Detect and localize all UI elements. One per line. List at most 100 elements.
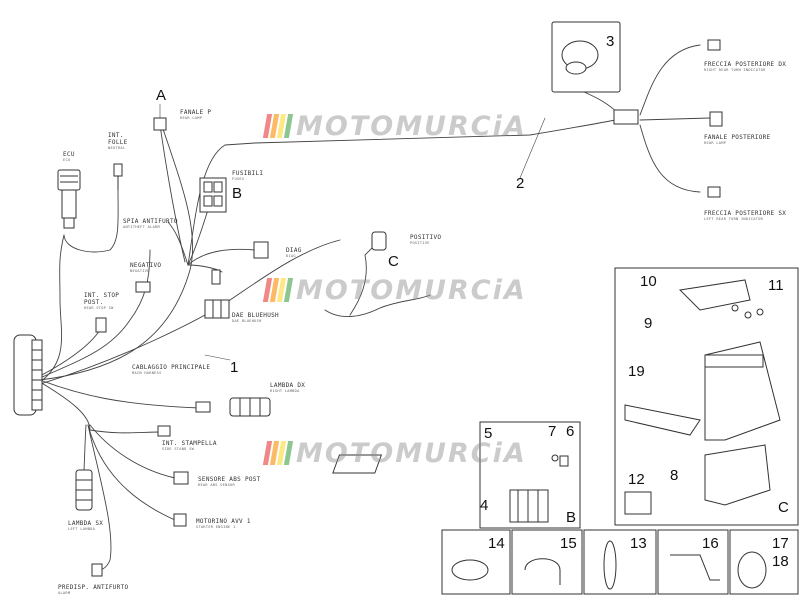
- label-int-stop-post-sub: REAR STOP SW: [84, 306, 114, 310]
- label-sensore-abs-sub: REAR ABS SENSOR: [198, 483, 235, 487]
- box-b: [332, 421, 581, 529]
- label-int-stampella-sub: SIDE STAND SW: [162, 447, 195, 451]
- neutral-switch-connector: [113, 163, 123, 190]
- label-int-folle-sub: NEUTRAL: [108, 146, 126, 150]
- label-ecu-text: ECU: [63, 151, 75, 158]
- label-int-folle-text: INT. FOLLE: [108, 132, 128, 146]
- label-int-stampella-text: INT. STAMPELLA: [162, 440, 217, 447]
- box-c: [614, 267, 799, 526]
- callout-5: 5: [484, 425, 493, 442]
- callout-7: 7: [548, 423, 557, 440]
- callout-19: 19: [628, 363, 645, 380]
- callout-12: 12: [628, 471, 645, 488]
- callout-8: 8: [670, 467, 679, 484]
- left-indicator-plug: [707, 186, 721, 198]
- watermark-text: MOTOMURCiA: [296, 437, 527, 469]
- rear-harness-plug: [613, 109, 639, 125]
- label-ecu-sub: ECU: [63, 158, 71, 162]
- rear-lamp-plug: [709, 111, 723, 127]
- starter-connector: [173, 513, 187, 527]
- rear-lamp-plug-a: [153, 117, 167, 131]
- dae-bluehush-connector: [204, 269, 230, 319]
- label-diag-text: DIAG: [286, 247, 302, 254]
- negative-terminal: [135, 281, 151, 293]
- watermark-top: MOTOMURCiA: [262, 110, 527, 142]
- main-harness-trunk: [39, 119, 194, 381]
- callout-1: 1: [230, 359, 239, 376]
- callout-6: 6: [566, 423, 575, 440]
- stop-switch: [95, 317, 107, 333]
- label-dae-bluehush-text: DAE BLUEHUSH: [232, 312, 279, 319]
- label-freccia-dx-sub: RIGHT REAR TURN INDICATOR: [704, 68, 766, 72]
- label-cablaggio-principale-text: CABLAGGIO PRINCIPALE: [132, 364, 211, 371]
- label-motorino-avv-sub: STARTER ENGINE 1: [196, 525, 236, 529]
- watermark-middle: MOTOMURCiA: [262, 274, 527, 306]
- callout-16: 16: [702, 535, 719, 552]
- label-negativo-sub: NEGATIVE: [130, 269, 150, 273]
- label-sensore-abs-text: SENSORE ABS POST: [198, 476, 261, 483]
- side-stand-switch: [157, 425, 171, 437]
- callout-17: 17: [772, 535, 789, 552]
- label-spia-antifurto-text: SPIA ANTIFURTO: [123, 218, 178, 225]
- label-fusibili-text: FUSIBILI: [232, 170, 264, 177]
- callout-2: 2: [516, 175, 525, 192]
- label-lambda-sx-sub: LEFT LAMBDA: [68, 527, 96, 531]
- label-spia-antifurto-sub: ANTITHEFT ALARM: [123, 225, 160, 229]
- label-cablaggio-principale-sub: MAIN HARNESS: [132, 371, 162, 375]
- callout-3: 3: [606, 33, 615, 50]
- small-parts: [441, 529, 799, 595]
- callout-4: 4: [480, 497, 489, 514]
- label-positivo-text: POSITIVO: [410, 234, 442, 241]
- watermark-bars: [262, 441, 294, 465]
- label-dae-bluehush-sub: DAE BLUEHUSH: [232, 319, 262, 323]
- callout-a: A: [156, 87, 167, 104]
- lambda-sx-sensor: [75, 469, 93, 511]
- callout-13: 13: [630, 535, 647, 552]
- label-positivo-sub: POSITIVE: [410, 241, 430, 245]
- watermark-text: MOTOMURCiA: [296, 110, 527, 142]
- callout-14: 14: [488, 535, 505, 552]
- watermark-bars: [262, 278, 294, 302]
- callout-15: 15: [560, 535, 577, 552]
- label-lambda-dx-sub: RIGHT LAMBDA: [270, 389, 300, 393]
- label-int-stop-post: INT. STOP POST.REAR STOP SW: [84, 292, 119, 310]
- label-lambda-dx-text: LAMBDA DX: [270, 382, 306, 389]
- label-predisp-antifurto-sub: ALARM: [58, 591, 71, 595]
- label-freccia-sx-sub: LEFT REAR TURN INDICATOR: [704, 217, 764, 221]
- alarm-connector: [91, 563, 103, 577]
- label-int-stop-post-text: INT. STOP POST.: [84, 292, 120, 306]
- callout-11: 11: [768, 277, 784, 294]
- label-lambda-sx-text: LAMBDA SX: [68, 520, 104, 527]
- abs-sensor-connector: [173, 471, 189, 485]
- label-fanale-posteriore-sub: REAR LAMP: [704, 141, 727, 145]
- positive-connector: [371, 231, 387, 251]
- callout-b-fuse: B: [232, 185, 243, 202]
- callout-18: 18: [772, 553, 789, 570]
- watermark-text: MOTOMURCiA: [296, 274, 527, 306]
- callout-c-box: C: [778, 499, 789, 516]
- main-plug: [13, 334, 43, 416]
- label-predisp-antifurto-text: PREDISP. ANTIFURTO: [58, 584, 129, 591]
- callout-b-box: B: [566, 509, 577, 526]
- label-freccia-dx-text: FRECCIA POSTERIORE DX: [704, 61, 787, 68]
- right-indicator-plug: [707, 39, 721, 51]
- callout-10: 10: [640, 273, 657, 290]
- label-fusibili-sub: FUSES: [232, 177, 245, 181]
